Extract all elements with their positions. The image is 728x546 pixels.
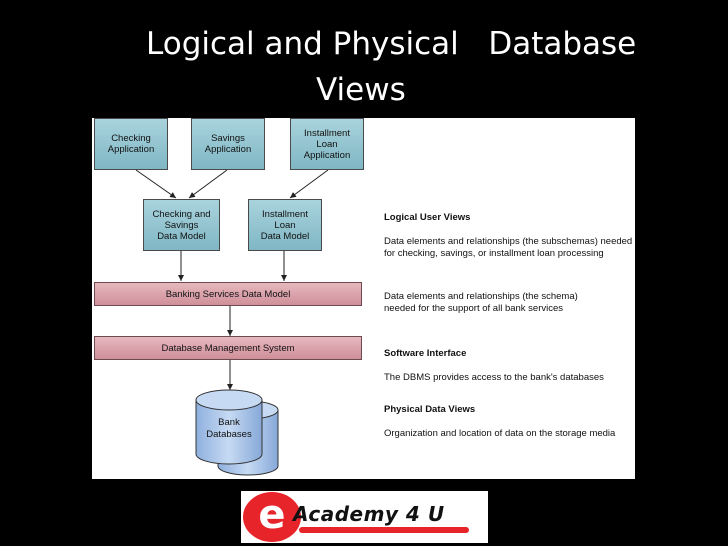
note-software-interface: Software Interface The DBMS provides acc… <box>384 336 604 384</box>
installment-loan-data-model-box: Installment Loan Data Model <box>248 199 322 251</box>
arrow-checking-to-model <box>135 169 177 199</box>
arrow-installment-to-model <box>289 169 329 199</box>
bank-databases-cylinder <box>195 389 279 476</box>
note-logical-user-views: Logical User Views Data elements and rel… <box>384 200 632 260</box>
logo-swoosh <box>299 527 469 533</box>
database-management-system-bar: Database Management System <box>94 336 362 360</box>
note-heading: Physical Data Views <box>384 404 476 415</box>
note-text: Data elements and relationships (the sub… <box>384 236 633 259</box>
slide-title-line1: Logical and Physical Database <box>146 26 637 62</box>
note-text: Data elements and relationships (the sch… <box>384 291 578 314</box>
logo-text: Academy 4 U <box>293 502 445 526</box>
note-physical-data-views: Physical Data Views Organization and loc… <box>384 392 615 440</box>
note-heading: Software Interface <box>384 348 467 359</box>
bank-databases-label: Bank Databases <box>206 417 252 440</box>
arrow-savings-to-model <box>188 169 228 199</box>
banking-services-data-model-bar: Banking Services Data Model <box>94 282 362 306</box>
slide-title-line2: Views <box>316 72 406 108</box>
note-text: Organization and location of data on the… <box>384 428 616 439</box>
eacademy-logo: e Academy 4 U <box>241 491 488 543</box>
savings-application-box: Savings Application <box>191 118 265 170</box>
installment-loan-application-box: Installment Loan Application <box>290 118 364 170</box>
note-schema: Data elements and relationships (the sch… <box>384 279 578 315</box>
checking-savings-data-model-box: Checking and Savings Data Model <box>143 199 220 251</box>
checking-application-box: Checking Application <box>94 118 168 170</box>
note-heading: Logical User Views <box>384 212 471 223</box>
connector-arrows <box>135 169 329 476</box>
logo-e-icon: e <box>243 492 301 542</box>
note-text: The DBMS provides access to the bank's d… <box>384 372 604 383</box>
